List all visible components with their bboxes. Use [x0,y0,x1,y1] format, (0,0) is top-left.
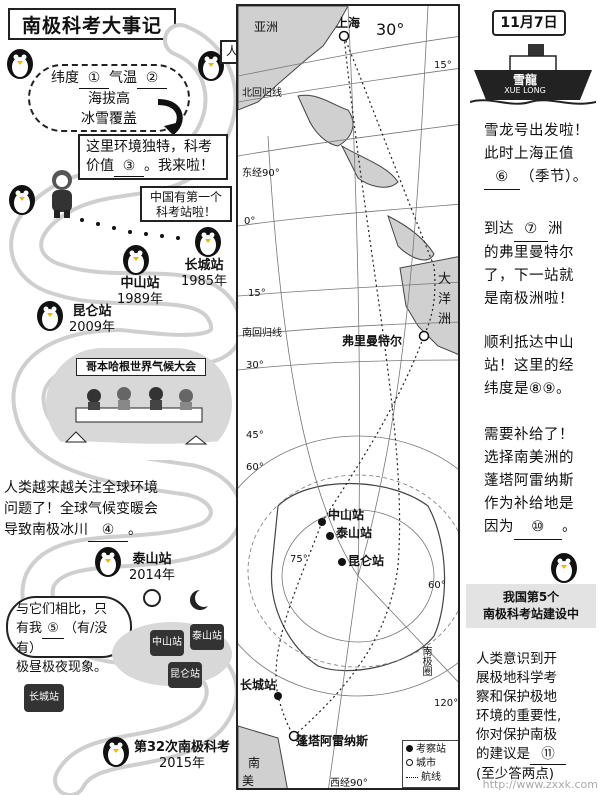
map-label-east90: 东经90° [242,168,280,179]
map-label-lat-15s: 15° [248,288,266,299]
map-label-lon-60: 60° [428,580,446,591]
map-label-shanghai: 上海 [336,16,361,30]
penguin-icon [37,301,63,331]
igloo-great-wall: 长城站 [24,684,64,712]
penguin-icon [123,245,149,275]
legend-route: 航线 [406,771,456,785]
map-label-ocean-b: 洋 [438,292,452,307]
blank-7[interactable]: ⑦ [514,218,548,242]
map-label-tropic-cancer: 北回归线 [242,88,282,99]
map-label-kunlun: 昆仑站 [348,554,385,568]
watermark: http://www.zxxk.com [482,778,598,791]
blank-11[interactable]: ⑪ [530,745,566,765]
station-kunlun-marker [338,558,346,566]
blank-4[interactable]: ④ [88,520,128,542]
map-label-tropic-capricorn: 南回归线 [242,328,282,339]
station-taishan-marker [326,532,334,540]
igloo-kunlun: 昆仑站 [168,662,202,688]
igloo-zhongshan: 中山站 [150,630,184,656]
igloo-taishan: 泰山站 [190,624,224,650]
map-label-lon-120: 120° [434,698,459,709]
penguin-icon [103,737,129,767]
text-arrive-zhongshan: 顺利抵达中山 站！这里的经 纬度是⑧⑨。 [484,335,574,397]
penguin-icon [95,547,121,577]
blank-5[interactable]: ⑤ [42,619,65,639]
map-label-lat-60s: 60° [246,462,264,473]
map-legend: 考察站 城市 航线 [402,740,458,788]
station-zhongshan-marker [318,518,326,526]
researcher-figure [52,170,72,218]
ship-name-en: XUE LONG [504,86,546,95]
blank-10[interactable]: ⑩ [514,516,562,540]
penguin-icon [198,51,224,81]
map-label-west90: 西经90° [330,778,368,789]
map-label-lat-75s: 75° [290,554,308,565]
map-label-south-america-b: 美 [242,774,255,788]
city-shanghai-marker [338,30,350,42]
blank-3[interactable]: ③ [114,157,144,177]
map-label-lat-30s: 30° [246,360,264,371]
station-great-wall-marker [274,692,282,700]
station-construction-sign: 我国第5个 南极科考站建设中 [466,584,596,628]
legend-station: 考察站 [406,743,456,757]
route-map-svg [238,6,458,788]
blank-1[interactable]: ① [79,68,109,89]
page-title: 南极科考大事记 [8,8,176,40]
map-label-great-wall: 长城站 [240,678,277,692]
map-label-lat-45s: 45° [246,430,264,441]
calendar-date: 11月7日 [492,10,566,36]
map-label-lat-30n: 30° [376,20,405,39]
map-label-ocean-a: 大 [438,272,452,287]
penguin-icon [7,49,33,79]
map-label-zhongshan: 中山站 [328,508,365,522]
text-protection-advice: 人类意识到开 展极地科学考 察和保护极地 环境的重要性, 你对保护南极 的建议是… [476,650,598,784]
first-station-bubble: 中国有第一个科考站啦！ [140,186,232,222]
thought-line-3: 冰雪覆盖 [81,111,137,127]
conference-table-illustration [46,387,232,460]
map-label-lat-0: 0° [244,216,256,227]
map-label-fremantle: 弗里曼特尔 [342,334,403,348]
blank-6[interactable]: ⑥ [484,166,520,190]
text-departure: 雪龙号出发啦！ 此时上海正值 ⑥（季节）。 [484,120,596,190]
map-label-lat-15n: 15° [434,60,452,71]
map-label-ocean-c: 洲 [438,312,452,327]
city-punta-marker [288,730,300,742]
conference-banner: 哥本哈根世界气候大会 [76,358,206,376]
conference-scene: 哥本哈根世界气候大会 [46,348,232,460]
penguin-icon [9,185,35,215]
dotted-path [80,218,180,240]
map-label-antarctic-circle: 南极圈 [420,646,431,676]
ship-name-cn: 雪龍 [512,73,537,87]
map-label-asia: 亚洲 [254,20,279,34]
ship-icon [470,44,596,105]
thought-line-2: 海拔高 [88,91,130,107]
route-map: 亚洲 上海 北回归线 东经90° 南回归线 30° 15° 0° 15° 30°… [236,4,460,790]
blank-2[interactable]: ② [137,68,167,89]
city-fremantle-marker [418,330,430,342]
map-label-south-america-a: 南 [248,756,261,770]
map-label-punta: 蓬塔阿雷纳斯 [296,734,369,748]
penguin-icon [551,553,577,583]
penguin-icon [195,227,221,257]
legend-city: 城市 [406,757,456,771]
map-label-taishan: 泰山站 [336,526,373,540]
curved-arrow-icon [157,99,183,136]
